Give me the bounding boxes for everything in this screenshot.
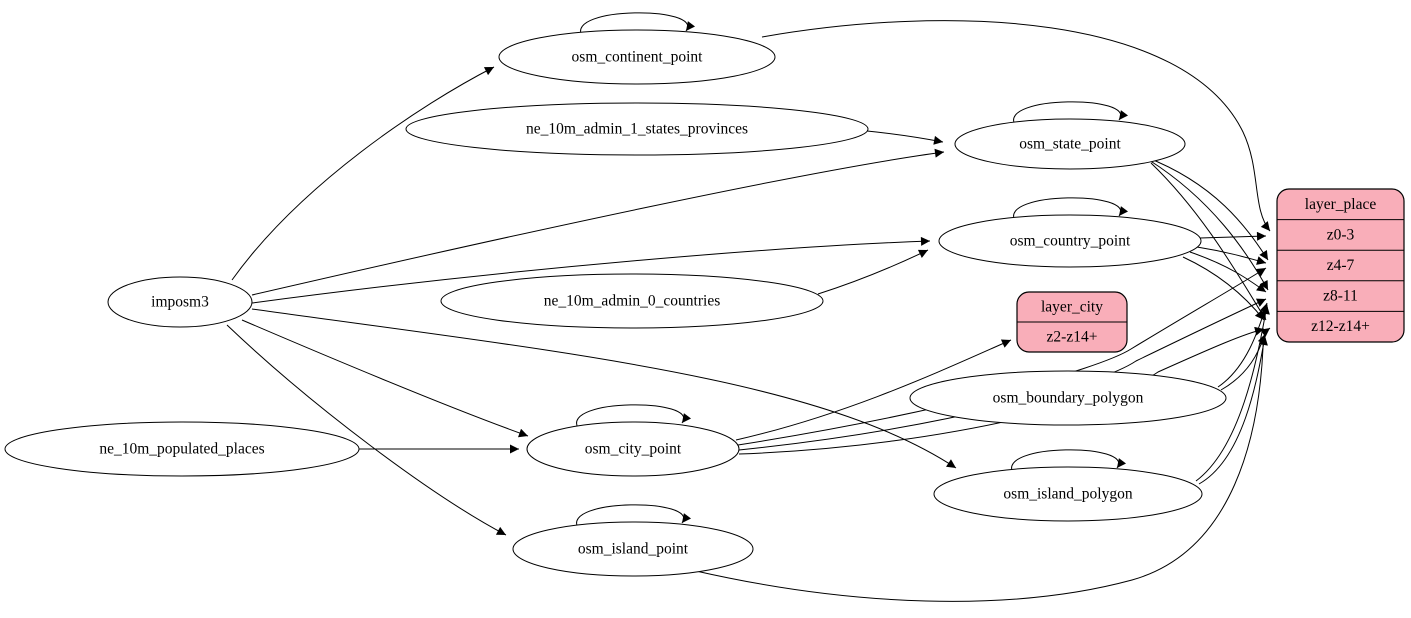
node-layer_city: layer_city z2-z14+ xyxy=(1016,291,1128,353)
table-ellipse-osm_continent_point xyxy=(498,29,776,85)
edge-imposm3-to-osm_state_point xyxy=(251,148,945,296)
node-osm_boundary_polygon: osm_boundary_polygon xyxy=(909,370,1227,426)
zoom-row-layer_place-z0-3: z0-3 xyxy=(1327,226,1355,243)
edge-ne_10m_admin_0_countries-to-osm_country_point xyxy=(817,249,929,295)
node-label-osm_state_point: osm_state_point xyxy=(1019,136,1121,153)
edge-imposm3-to-osm_island_point xyxy=(226,324,507,536)
zoom-row-layer_place-z12-z14+: z12-z14+ xyxy=(1311,318,1370,335)
table-ellipse-osm_island_polygon xyxy=(933,466,1203,522)
node-ne_10m_admin_0_countries: ne_10m_admin_0_countries xyxy=(440,273,824,329)
node-label-ne_10m_admin_1_states_provinces: ne_10m_admin_1_states_provinces xyxy=(526,121,748,138)
layer-title-layer_city: layer_city xyxy=(1041,299,1103,316)
table-ellipse-osm_country_point xyxy=(938,214,1202,268)
node-osm_island_point: osm_island_point xyxy=(512,521,754,577)
node-label-osm_island_polygon: osm_island_polygon xyxy=(1003,486,1132,503)
edge-imposm3-to-osm_continent_point xyxy=(231,66,495,281)
node-label-osm_country_point: osm_country_point xyxy=(1010,233,1131,250)
edge-layer xyxy=(226,12,1271,602)
table-ellipse-ne_10m_populated_places xyxy=(4,421,360,477)
table-ellipse-osm_boundary_polygon xyxy=(909,370,1227,426)
node-ne_10m_admin_1_states_provinces: ne_10m_admin_1_states_provinces xyxy=(405,102,869,156)
table-ellipse-ne_10m_admin_0_countries xyxy=(440,273,824,329)
self-loop-osm_island_polygon xyxy=(1011,449,1127,474)
table-ellipse-ne_10m_admin_1_states_provinces xyxy=(405,102,869,156)
node-layer: imposm3 ne_10m_admin_1_states_provincesne… xyxy=(4,29,1405,577)
node-label-osm_city_point: osm_city_point xyxy=(585,441,682,458)
edge-osm_island_polygon-to-layer_place-z12-z14+ xyxy=(1198,335,1268,485)
edge-osm_boundary_polygon-to-layer_place-z12-z14+ xyxy=(1220,333,1267,391)
node-label-ne_10m_admin_0_countries: ne_10m_admin_0_countries xyxy=(544,293,721,310)
edge-osm_island_point-to-layer_place-z12-z14+ xyxy=(695,327,1271,602)
edge-osm_island_polygon-to-layer_place-z8-11 xyxy=(1195,304,1270,482)
node-osm_city_point: osm_city_point xyxy=(526,421,740,477)
node-ne_10m_populated_places: ne_10m_populated_places xyxy=(4,421,360,477)
edge-ne_10m_admin_1_states_provinces-to-osm_state_point xyxy=(866,130,944,145)
table-ellipse-osm_state_point xyxy=(954,118,1186,170)
self-loop-osm_country_point xyxy=(1013,197,1129,222)
node-label-osm_continent_point: osm_continent_point xyxy=(572,49,704,66)
node-label-osm_island_point: osm_island_point xyxy=(578,541,689,558)
node-label-ne_10m_populated_places: ne_10m_populated_places xyxy=(99,441,264,458)
self-loop-osm_continent_point xyxy=(580,12,696,37)
node-label-imposm3: imposm3 xyxy=(151,294,209,311)
edge-osm_city_point-to-layer_city-z2-z14+ xyxy=(735,339,1012,441)
edge-imposm3-to-osm_island_polygon xyxy=(251,308,957,469)
edge-osm_state_point-to-layer_place-z4-7 xyxy=(1145,156,1269,261)
layer-record-layer_place xyxy=(1276,188,1405,343)
node-label-osm_boundary_polygon: osm_boundary_polygon xyxy=(993,390,1144,407)
zoom-row-layer_city-z2-z14+: z2-z14+ xyxy=(1047,329,1098,346)
node-osm_state_point: osm_state_point xyxy=(954,118,1186,170)
zoom-row-layer_place-z4-7: z4-7 xyxy=(1327,257,1355,274)
edge-imposm3-to-osm_city_point xyxy=(241,319,529,438)
edge-imposm3-to-osm_country_point xyxy=(251,236,931,304)
edge-osm_country_point-to-layer_place-z8-11 xyxy=(1189,251,1267,293)
self-loop-osm_state_point xyxy=(1013,101,1129,126)
zoom-row-layer_place-z8-11: z8-11 xyxy=(1323,288,1358,305)
edge-osm_country_point-to-layer_place-z4-7 xyxy=(1196,246,1267,265)
node-imposm3: imposm3 xyxy=(107,276,253,328)
table-ellipse-imposm3 xyxy=(107,276,253,328)
table-ellipse-osm_city_point xyxy=(526,421,740,477)
table-ellipse-osm_island_point xyxy=(512,521,754,577)
node-osm_continent_point: osm_continent_point xyxy=(498,29,776,85)
node-layer_place: layer_place z0-3 z4-7 z8-11 z12-z14+ xyxy=(1276,188,1405,343)
layer-title-layer_place: layer_place xyxy=(1305,196,1377,213)
edge-osm_city_point-to-layer_place-z4-7 xyxy=(737,267,1267,446)
edge-osm_continent_point-to-layer_place-z0-3 xyxy=(761,20,1271,232)
node-osm_island_polygon: osm_island_polygon xyxy=(933,466,1203,522)
self-loop-osm_city_point xyxy=(576,404,692,429)
self-loop-osm_island_point xyxy=(576,504,692,529)
node-osm_country_point: osm_country_point xyxy=(938,214,1202,268)
